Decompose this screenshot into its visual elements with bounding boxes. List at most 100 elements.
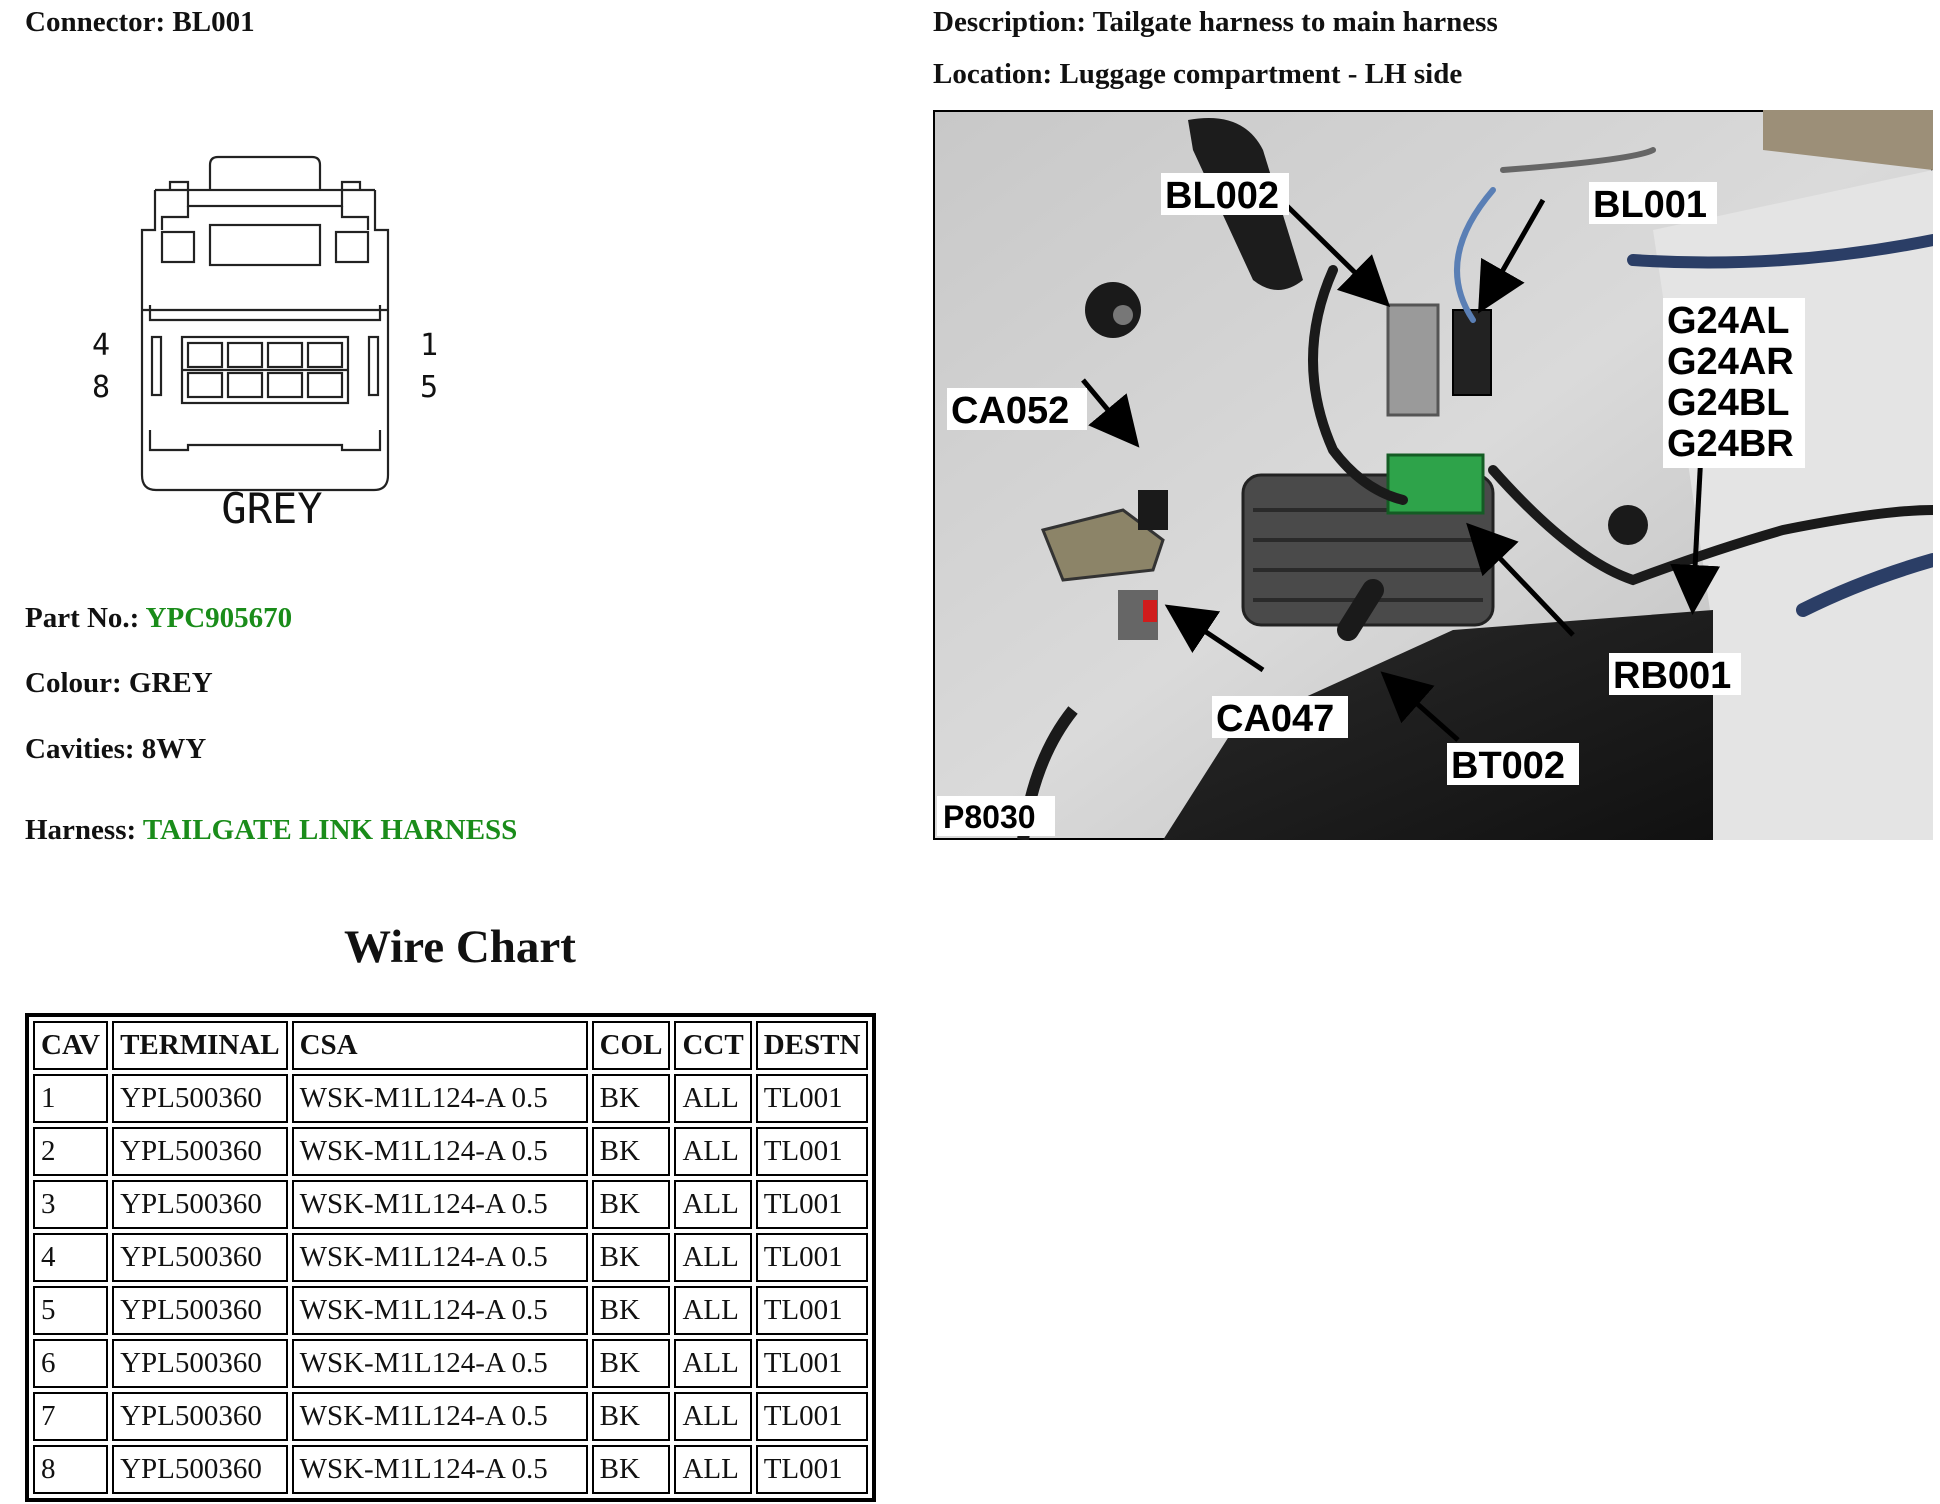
photo-label-g24al: G24AL — [1667, 300, 1789, 342]
photo-label-ca052: CA052 — [951, 390, 1069, 432]
photo-label-g24bl: G24BL — [1667, 382, 1789, 424]
colour-line: Colour: GREY — [25, 667, 213, 700]
location-label: Location: — [933, 58, 1053, 90]
cell-destn: TL001 — [755, 1233, 869, 1282]
col-header-cav: CAV — [33, 1021, 109, 1070]
cell-cct: ALL — [674, 1392, 752, 1441]
cell-cct: ALL — [674, 1445, 752, 1494]
connector-value: BL001 — [172, 6, 255, 38]
cell-cav: 3 — [33, 1180, 109, 1229]
cell-col: BK — [591, 1339, 671, 1388]
photo-label-bt002: BT002 — [1451, 745, 1565, 787]
colour-label: Colour: — [25, 667, 122, 699]
wire-chart-header-row: CAV TERMINAL CSA COL CCT DESTN — [33, 1021, 869, 1070]
cell-cct: ALL — [674, 1180, 752, 1229]
cell-cct: ALL — [674, 1074, 752, 1123]
connector-heading: Connector: BL001 — [25, 6, 255, 39]
cell-csa: WSK-M1L124-A 0.5 — [291, 1339, 588, 1388]
cell-terminal: YPL500360 — [112, 1074, 288, 1123]
pin-label-4: 4 — [92, 328, 110, 363]
cell-cct: ALL — [674, 1286, 752, 1335]
cell-col: BK — [591, 1233, 671, 1282]
col-header-terminal: TERMINAL — [112, 1021, 288, 1070]
location-heading: Location: Luggage compartment - LH side — [933, 58, 1462, 91]
cell-destn: TL001 — [755, 1445, 869, 1494]
cell-terminal: YPL500360 — [112, 1286, 288, 1335]
part-number-link[interactable]: YPC905670 — [145, 602, 293, 634]
cell-cav: 4 — [33, 1233, 109, 1282]
cell-terminal: YPL500360 — [112, 1233, 288, 1282]
cell-terminal: YPL500360 — [112, 1180, 288, 1229]
cell-terminal: YPL500360 — [112, 1127, 288, 1176]
location-value: Luggage compartment - LH side — [1059, 58, 1463, 90]
connector-colour-label: GREY — [221, 484, 322, 533]
description-heading: Description: Tailgate harness to main ha… — [933, 6, 1498, 39]
harness-label: Harness: — [25, 814, 137, 846]
wire-chart-title: Wire Chart — [344, 921, 576, 973]
cell-cav: 2 — [33, 1127, 109, 1176]
col-header-cct: CCT — [674, 1021, 752, 1070]
cell-destn: TL001 — [755, 1127, 869, 1176]
cell-col: BK — [591, 1286, 671, 1335]
cell-cav: 8 — [33, 1445, 109, 1494]
pin-label-8: 8 — [92, 370, 110, 405]
cell-terminal: YPL500360 — [112, 1339, 288, 1388]
cell-csa: WSK-M1L124-A 0.5 — [291, 1286, 588, 1335]
photo-figure-id: P8030 — [943, 799, 1036, 835]
cell-destn: TL001 — [755, 1074, 869, 1123]
cell-cav: 6 — [33, 1339, 109, 1388]
cell-col: BK — [591, 1445, 671, 1494]
connector-location-photo: BL002 BL001 G24AL G24AR G24BL G24BR CA05… — [933, 110, 1933, 840]
cell-csa: WSK-M1L124-A 0.5 — [291, 1392, 588, 1441]
connector-face-diagram: 4 8 1 5 GREY — [92, 155, 438, 533]
cell-cav: 7 — [33, 1392, 109, 1441]
cell-csa: WSK-M1L124-A 0.5 — [291, 1445, 588, 1494]
cell-destn: TL001 — [755, 1392, 869, 1441]
cell-cct: ALL — [674, 1339, 752, 1388]
harness-line: Harness: TAILGATE LINK HARNESS — [25, 814, 517, 847]
cell-destn: TL001 — [755, 1286, 869, 1335]
cell-terminal: YPL500360 — [112, 1392, 288, 1441]
cell-col: BK — [591, 1074, 671, 1123]
description-label: Description: — [933, 6, 1087, 38]
pin-label-5: 5 — [420, 370, 438, 405]
cell-col: BK — [591, 1180, 671, 1229]
cell-cct: ALL — [674, 1233, 752, 1282]
part-number-label: Part No.: — [25, 602, 140, 634]
cell-col: BK — [591, 1392, 671, 1441]
cavities-line: Cavities: 8WY — [25, 733, 206, 766]
cell-cav: 1 — [33, 1074, 109, 1123]
cell-destn: TL001 — [755, 1339, 869, 1388]
photo-label-g24ar: G24AR — [1667, 341, 1794, 383]
col-header-csa: CSA — [291, 1021, 588, 1070]
cell-csa: WSK-M1L124-A 0.5 — [291, 1180, 588, 1229]
connector-label: Connector: — [25, 6, 166, 38]
photo-label-bl002: BL002 — [1165, 175, 1279, 217]
col-header-col: COL — [591, 1021, 671, 1070]
photo-label-bl001: BL001 — [1593, 184, 1707, 226]
photo-label-rb001: RB001 — [1613, 655, 1731, 697]
cavities-value: 8WY — [141, 733, 207, 765]
cell-cav: 5 — [33, 1286, 109, 1335]
cell-destn: TL001 — [755, 1180, 869, 1229]
cell-csa: WSK-M1L124-A 0.5 — [291, 1127, 588, 1176]
cell-csa: WSK-M1L124-A 0.5 — [291, 1233, 588, 1282]
photo-label-ca047: CA047 — [1216, 698, 1334, 740]
pin-label-1: 1 — [420, 328, 438, 363]
colour-value: GREY — [128, 667, 213, 699]
cell-terminal: YPL500360 — [112, 1445, 288, 1494]
cavities-label: Cavities: — [25, 733, 135, 765]
part-number-line: Part No.: YPC905670 — [25, 602, 292, 635]
cell-csa: WSK-M1L124-A 0.5 — [291, 1074, 588, 1123]
cell-cct: ALL — [674, 1127, 752, 1176]
harness-link[interactable]: TAILGATE LINK HARNESS — [142, 814, 518, 846]
